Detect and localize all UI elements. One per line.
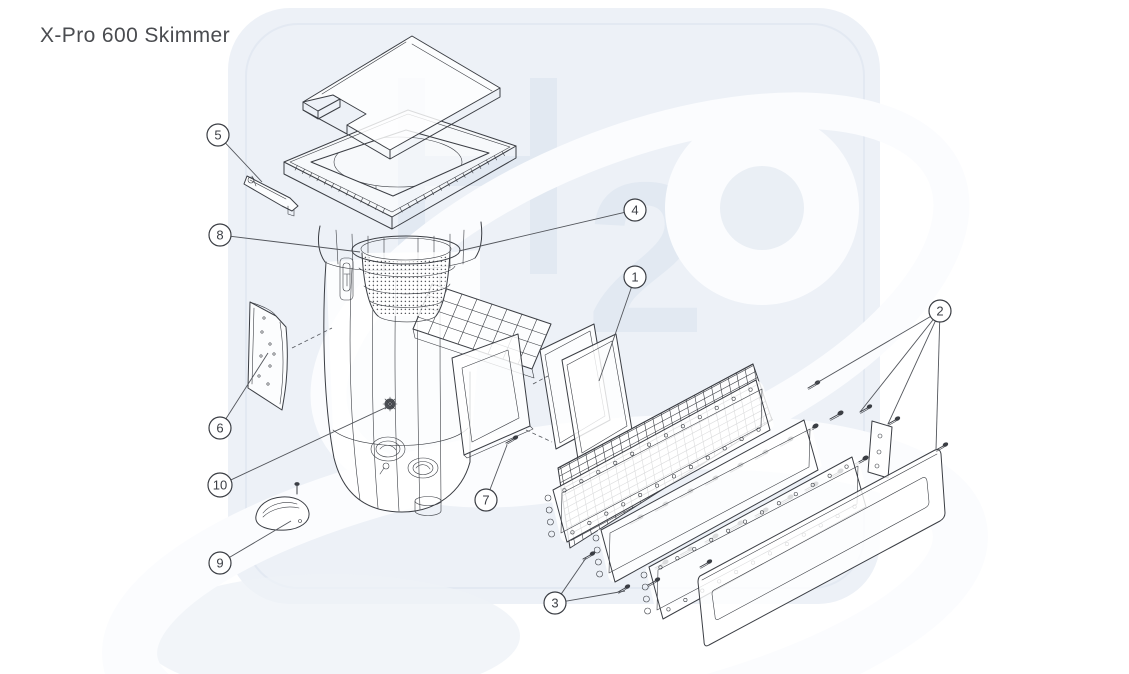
callout-4: 4	[458, 198, 647, 252]
callout-circle	[474, 488, 498, 512]
callout-number: 8	[216, 228, 223, 243]
callout-circle	[207, 472, 233, 498]
callout-circle	[623, 198, 647, 222]
lid-drawing	[302, 35, 501, 160]
collar-drawing	[283, 109, 517, 230]
leader-line	[859, 319, 934, 413]
callout-number: 4	[631, 203, 638, 218]
callout-number: 5	[214, 128, 221, 143]
callout-circle	[208, 416, 232, 440]
leader-line	[935, 321, 941, 451]
callout-7: 7	[474, 444, 508, 512]
callout-circle	[206, 123, 230, 147]
part5-clip-drawing	[243, 175, 299, 217]
watermark-panel-inner-line	[245, 23, 865, 589]
watermark-letter-o	[665, 111, 859, 305]
leader-line	[565, 590, 626, 602]
part9-screw-drawing	[294, 482, 300, 495]
leader-line	[887, 320, 936, 425]
callout-circle	[208, 551, 232, 575]
mouth-frame-drawing	[451, 333, 534, 459]
callout-number: 2	[936, 304, 943, 319]
screws-layer	[505, 380, 949, 594]
leader-line	[229, 520, 292, 558]
leader-line	[560, 557, 587, 595]
foot-drawing	[414, 496, 442, 516]
outer-frame-drawing	[697, 449, 946, 647]
leader-line	[230, 235, 361, 253]
frame-b-drawing	[592, 419, 822, 583]
basket-drawing	[351, 235, 461, 323]
callout-number: 6	[216, 421, 223, 436]
frame-a-drawing	[544, 379, 774, 543]
callout-number: 10	[213, 478, 227, 493]
lid-tab-drawing	[302, 94, 341, 120]
callout-number: 9	[216, 556, 223, 571]
part9-cover-drawing	[255, 482, 310, 531]
lock-column-drawing	[339, 257, 354, 301]
callout-6: 6	[208, 352, 269, 440]
callout-number: 7	[482, 493, 489, 508]
watermark-blob	[140, 574, 520, 674]
leader-line	[230, 405, 390, 481]
callout-8: 8	[208, 223, 361, 253]
leader-line	[598, 287, 632, 382]
callout-circle	[543, 591, 567, 615]
callout-5: 5	[206, 123, 263, 183]
leader-line	[489, 444, 508, 490]
part6-plate-drawing	[247, 301, 333, 411]
callout-number: 3	[551, 596, 558, 611]
leader-line	[807, 316, 931, 389]
callout-circle	[623, 265, 647, 289]
callout-2: 2	[807, 299, 952, 451]
callout-10: 10	[207, 405, 390, 498]
leader-line	[225, 352, 269, 419]
drain-fitting-drawing	[379, 462, 390, 475]
leader-line	[225, 142, 263, 183]
callout-1: 1	[598, 265, 647, 382]
callout-9: 9	[208, 520, 292, 575]
construction-line	[525, 375, 553, 443]
callout-3: 3	[543, 557, 626, 615]
leader-line	[458, 212, 625, 252]
callout-number: 1	[631, 270, 638, 285]
callout-circle	[928, 299, 952, 323]
bottom-ports-drawing	[370, 436, 439, 479]
callout-circle	[208, 223, 232, 247]
page-title: X-Pro 600 Skimmer	[40, 24, 231, 47]
